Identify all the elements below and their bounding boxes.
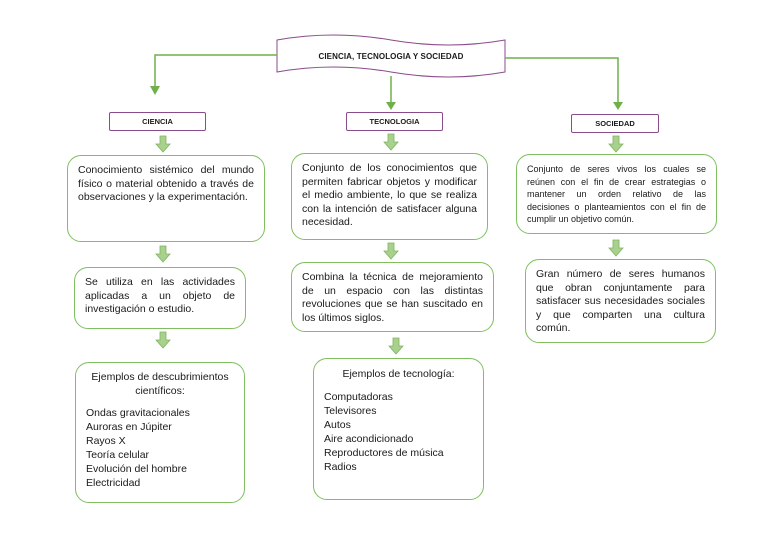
list-item: Rayos X — [86, 435, 126, 447]
list-item: Teoría celular — [86, 449, 150, 461]
title-banner-shape — [276, 34, 506, 78]
tecnologia-detail-text: Combina la técnica de mejoramiento de un… — [302, 271, 483, 324]
list-item: Aire acondicionado — [324, 432, 414, 445]
list-item: Autos — [324, 418, 351, 431]
ciencia-examples-heading: Ejemplos de descubrimientos científicos: — [91, 371, 229, 397]
tecnologia-detail-box: Combina la técnica de mejoramiento de un… — [291, 262, 494, 332]
ciencia-detail-text: Se utiliza en las actividades aplicadas … — [85, 276, 235, 315]
list-item: Reproductores de música — [324, 446, 444, 459]
down-arrow-icon — [155, 135, 171, 153]
sociedad-definition-text: Conjunto de seres vivos los cuales se re… — [527, 164, 706, 224]
list-item: Ondas gravitacionales — [86, 407, 190, 419]
down-arrow-icon — [383, 133, 399, 151]
header-ciencia: CIENCIA — [109, 112, 206, 131]
list-item: Auroras en Júpiter — [86, 421, 172, 433]
ciencia-examples-box: Ejemplos de descubrimientos científicos:… — [75, 362, 245, 503]
sociedad-definition-box: Conjunto de seres vivos los cuales se re… — [516, 154, 717, 234]
ciencia-detail-box: Se utiliza en las actividades aplicadas … — [74, 267, 246, 329]
sociedad-detail-text: Gran número de seres humanos que obran c… — [536, 268, 705, 334]
connector-ciencia — [154, 54, 277, 88]
tecnologia-examples-heading: Ejemplos de tecnología: — [342, 368, 455, 380]
list-item: Electricidad — [86, 477, 141, 489]
down-arrow-icon — [608, 135, 624, 153]
sociedad-detail-box: Gran número de seres humanos que obran c… — [525, 259, 716, 343]
down-arrow-icon — [383, 242, 399, 260]
ciencia-definition-text: Conocimiento sistémico del mundo físico … — [78, 164, 254, 203]
connector-tecnologia-head — [386, 102, 396, 110]
down-arrow-icon — [155, 331, 171, 349]
tecnologia-examples-box: Ejemplos de tecnología: Computadoras Tel… — [313, 358, 484, 500]
header-tecnologia: TECNOLOGIA — [346, 112, 443, 131]
diagram-title: CIENCIA, TECNOLOGIA Y SOCIEDAD — [318, 51, 464, 61]
header-sociedad: SOCIEDAD — [571, 114, 659, 133]
tecnologia-definition-text: Conjunto de los conocimientos que permit… — [302, 162, 477, 228]
connector-sociedad-head — [613, 102, 623, 110]
list-item: Televisores — [324, 404, 377, 417]
list-item: Computadoras — [324, 390, 393, 403]
list-item: Evolución del hombre — [86, 463, 187, 475]
down-arrow-icon — [155, 245, 171, 263]
connector-ciencia-head — [150, 86, 160, 95]
list-item: Radios — [324, 460, 357, 473]
tecnologia-definition-box: Conjunto de los conocimientos que permit… — [291, 153, 488, 240]
down-arrow-icon — [388, 337, 404, 355]
connector-sociedad — [505, 57, 619, 104]
down-arrow-icon — [608, 239, 624, 257]
ciencia-definition-box: Conocimiento sistémico del mundo físico … — [67, 155, 265, 242]
